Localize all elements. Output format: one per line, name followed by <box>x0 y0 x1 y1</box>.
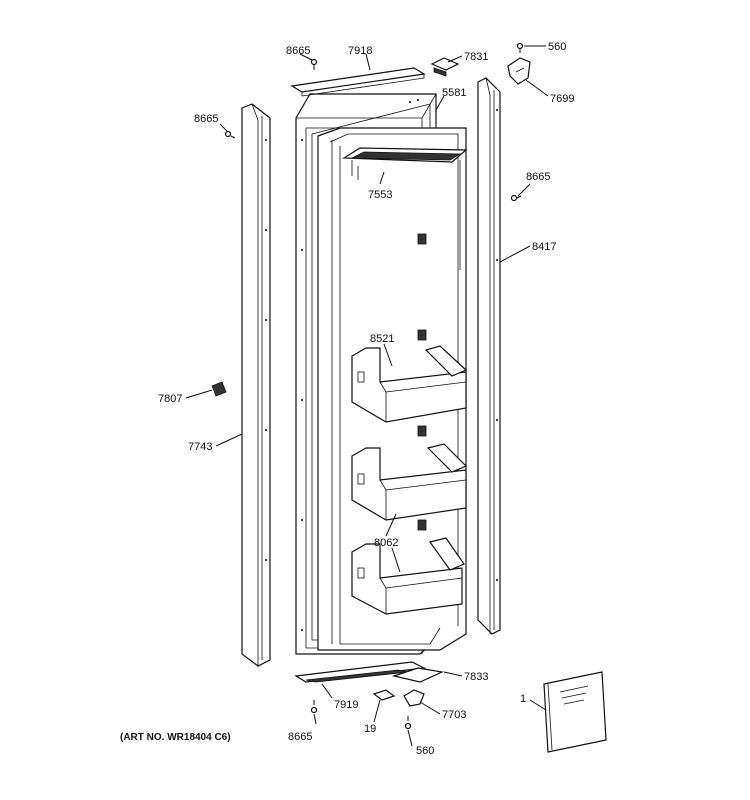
screw-icon <box>404 716 412 730</box>
label-5581: 5581 <box>442 87 466 99</box>
hinge-pad-19 <box>372 689 396 701</box>
label-8665: 8665 <box>526 171 550 183</box>
label-7699: 7699 <box>550 93 574 105</box>
left-trim-7743 <box>241 103 271 667</box>
screw-icon <box>516 42 524 53</box>
hinge-cover-7831 <box>430 57 460 77</box>
label-8062: 8062 <box>374 537 398 549</box>
label-8665: 8665 <box>288 731 312 743</box>
label-7831: 7831 <box>464 51 488 63</box>
art-number: (ART NO. WR18404 C6) <box>120 732 231 743</box>
label-8665: 8665 <box>194 113 218 125</box>
screw-icon <box>310 700 318 714</box>
bottom-cap-7919 <box>294 661 427 683</box>
top-cap-7918 <box>290 67 426 97</box>
spacer-block-7807 <box>211 381 227 397</box>
screw-icon <box>510 194 522 202</box>
label-7743: 7743 <box>188 441 212 453</box>
label-7918: 7918 <box>348 45 372 57</box>
screw-icon <box>310 58 318 70</box>
label-8665: 8665 <box>286 45 310 57</box>
label-7553: 7553 <box>368 189 392 201</box>
label-7703: 7703 <box>442 709 466 721</box>
label-7807: 7807 <box>158 393 182 405</box>
door-bin-8062 <box>351 537 465 615</box>
label-8417: 8417 <box>532 241 556 253</box>
right-trim-8417 <box>477 77 501 635</box>
leader-lines <box>185 45 549 747</box>
dairy-cover-7553 <box>342 147 468 180</box>
hinge-bracket-7703 <box>403 689 425 707</box>
label-19: 19 <box>364 723 376 735</box>
label-7833: 7833 <box>464 671 488 683</box>
door-bin-8521 <box>351 345 468 423</box>
label-1: 1 <box>520 693 526 705</box>
door-bin-middle <box>351 443 468 521</box>
screw-icon <box>224 130 236 139</box>
label-560: 560 <box>548 41 566 53</box>
label-560: 560 <box>416 745 434 757</box>
bottom-hinge-7833 <box>391 667 445 683</box>
label-7919: 7919 <box>334 699 358 711</box>
label-8521: 8521 <box>370 333 394 345</box>
manual-booklet-1 <box>543 671 607 753</box>
top-hinge-7699 <box>507 57 531 85</box>
